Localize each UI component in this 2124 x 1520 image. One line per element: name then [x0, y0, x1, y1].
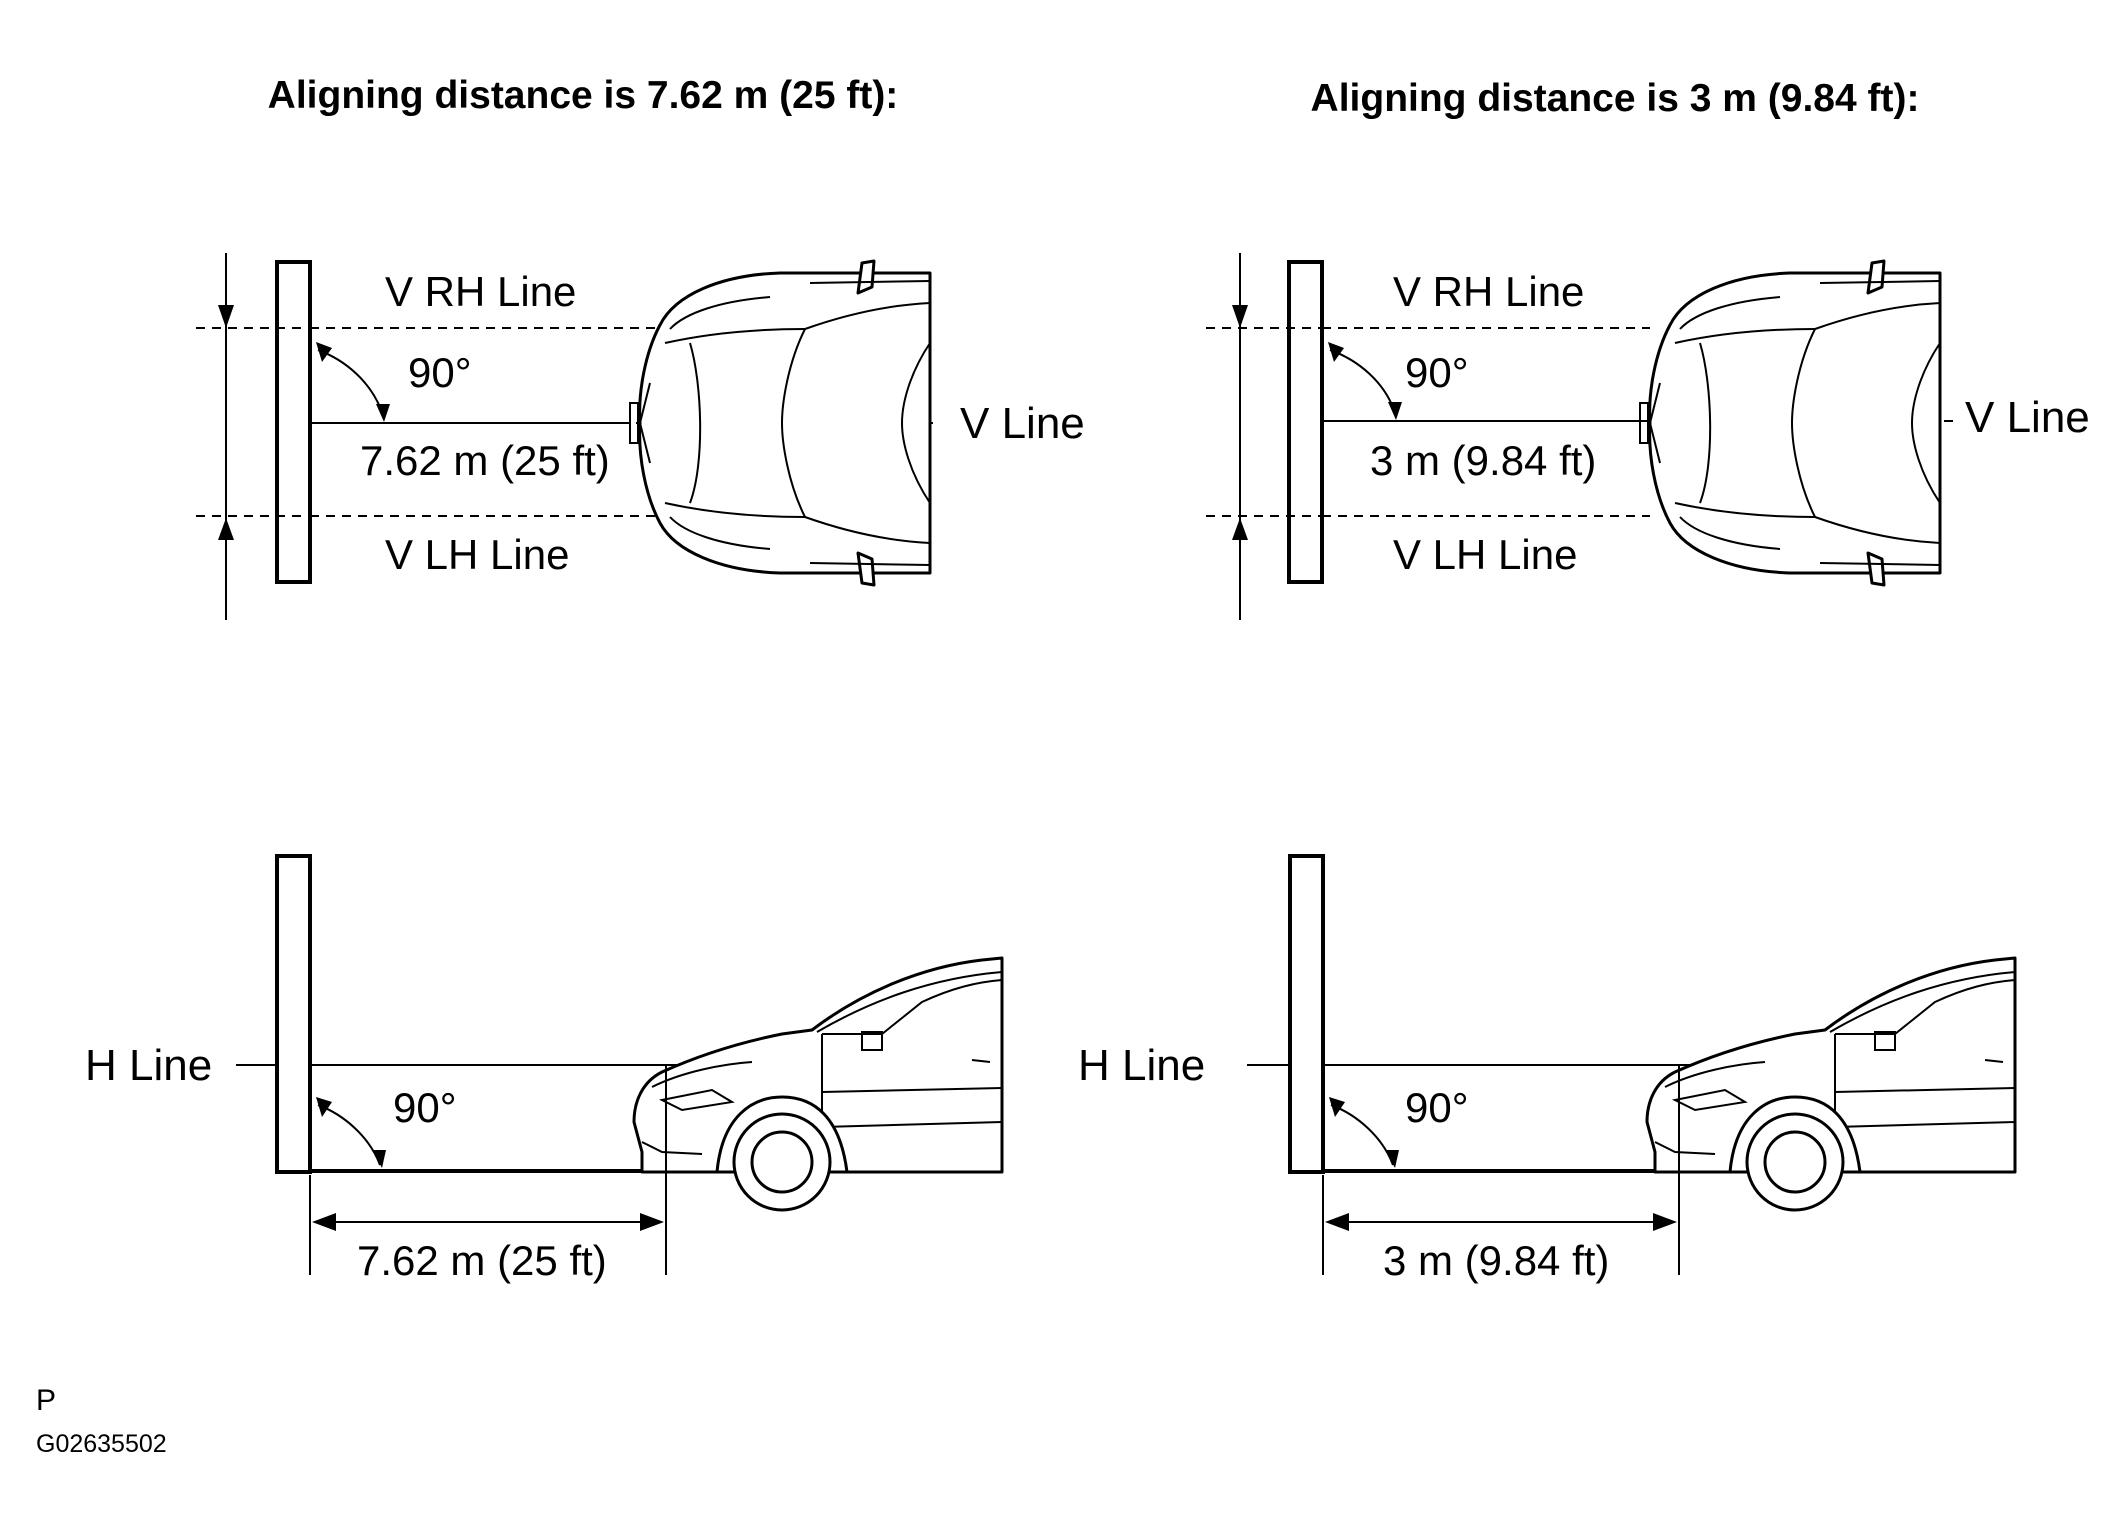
angle-label: 90° — [393, 1084, 457, 1131]
h-line-label: H Line — [1078, 1041, 1205, 1090]
left-title: Aligning distance is 7.62 m (25 ft): — [268, 74, 899, 117]
right-top-view: V RH Line 90° 3 m (9.84 ft) V LH Line V … — [1206, 253, 2090, 620]
v-lh-line-label: V LH Line — [385, 531, 569, 578]
left-side-view: H Line 90° 7.62 m (25 ft) — [85, 854, 1004, 1284]
angle-label: 90° — [408, 349, 472, 396]
screen-board — [1288, 854, 1325, 1174]
right-title: Aligning distance is 3 m (9.84 ft): — [1311, 77, 1920, 120]
angle-label: 90° — [1405, 349, 1469, 396]
screen-board — [275, 854, 312, 1174]
figure-id: G02635502 — [36, 1430, 167, 1458]
code-letter: P — [36, 1384, 56, 1417]
distance-label: 7.62 m (25 ft) — [360, 437, 610, 484]
angle-label: 90° — [1405, 1084, 1469, 1131]
distance-label: 3 m (9.84 ft) — [1383, 1237, 1609, 1284]
v-line-label: V Line — [960, 399, 1085, 448]
distance-label: 7.62 m (25 ft) — [357, 1237, 607, 1284]
screen-board — [275, 260, 312, 584]
left-top-view: V RH Line 90° 7.62 m (25 ft) V LH Line V… — [196, 253, 1085, 620]
screen-board — [1287, 260, 1324, 584]
distance-label: 3 m (9.84 ft) — [1370, 437, 1596, 484]
right-side-view: H Line 90° 3 m (9.84 ft) — [1078, 854, 2017, 1284]
h-line-label: H Line — [85, 1041, 212, 1090]
v-rh-line-label: V RH Line — [1393, 268, 1584, 315]
v-line-label: V Line — [1965, 393, 2090, 442]
v-rh-line-label: V RH Line — [385, 268, 576, 315]
v-lh-line-label: V LH Line — [1393, 531, 1577, 578]
